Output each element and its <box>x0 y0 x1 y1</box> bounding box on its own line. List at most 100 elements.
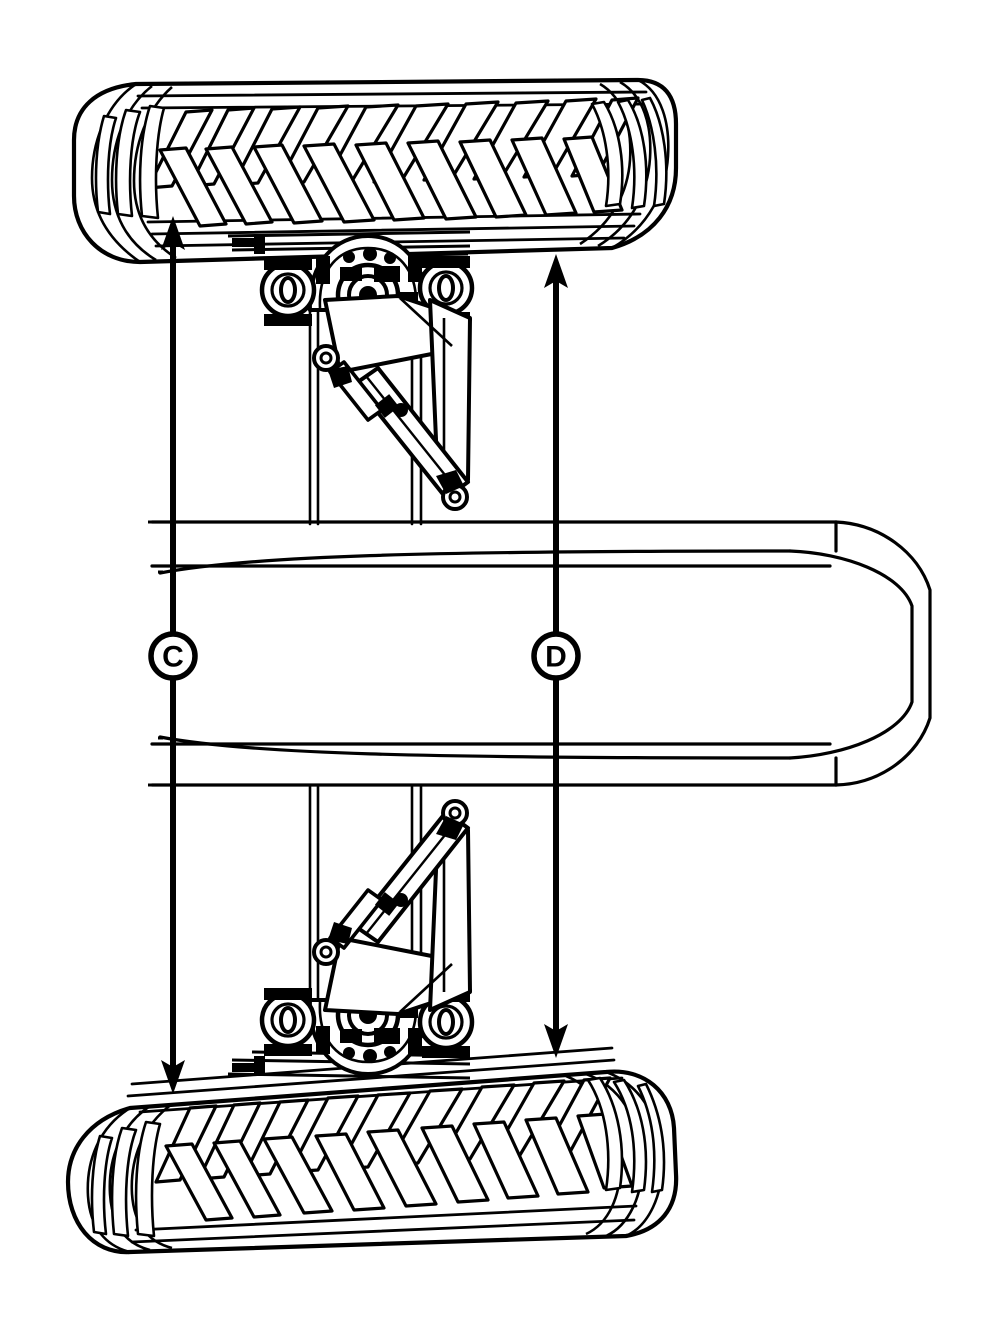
connector-left <box>316 256 330 284</box>
top-tire-shoulder-line-2 <box>150 224 636 236</box>
callout-d-circle <box>531 631 581 681</box>
tire-lug <box>354 141 426 222</box>
callout-c-arrowhead-bottom <box>161 1060 185 1094</box>
callout-c-label: C <box>162 641 184 674</box>
tire-lug <box>212 1139 282 1219</box>
hub-keyway <box>374 1028 400 1044</box>
bottom-cylinder-base-end <box>436 799 469 840</box>
tire-lug <box>114 108 142 218</box>
top-cylinder-ports <box>374 394 408 418</box>
bottom-tire-shoulder-line-2 <box>130 1218 636 1244</box>
bottom-hub-connectors <box>316 1006 422 1056</box>
tire-lug <box>138 104 166 220</box>
top-tire-lugs-left-perspective <box>94 104 166 220</box>
bracket-block <box>254 234 265 254</box>
tire-lug <box>134 1120 162 1238</box>
base-block <box>436 470 464 494</box>
tire-lug <box>110 1126 138 1238</box>
roller-mount-top <box>264 988 312 1000</box>
tire-lug <box>366 1128 438 1208</box>
chassis-body <box>150 520 932 787</box>
roller-hub <box>437 274 455 302</box>
hub-keyway <box>340 267 362 281</box>
roller-mount-bottom <box>264 1044 312 1056</box>
tire-lug <box>94 114 118 216</box>
bottom-tire-left-sidewall-2 <box>108 1104 151 1252</box>
tire-lug <box>524 1116 590 1196</box>
tire-lug <box>314 1132 386 1212</box>
clevis-pin <box>319 351 333 365</box>
hub-bolt <box>384 1046 396 1058</box>
connector-left <box>316 1026 330 1054</box>
tire-lug <box>262 1135 334 1215</box>
tire-lug <box>586 1076 624 1192</box>
bottom-left-bracket <box>232 1056 265 1076</box>
hub-keyway <box>374 266 400 282</box>
port-fitting-a <box>374 394 400 418</box>
bottom-roller-left <box>259 988 317 1056</box>
top-roller-left <box>259 258 317 326</box>
hub-bolt <box>343 1047 355 1059</box>
roller-mount-bottom <box>422 1046 470 1058</box>
dimension-callout-d: D <box>531 254 581 1058</box>
hub-bolt <box>384 252 396 264</box>
base-pin <box>448 806 462 820</box>
tire-lug <box>590 100 624 208</box>
bottom-tire-lugs-right-perspective <box>586 1076 666 1194</box>
hub-bolt <box>343 251 355 263</box>
tire-lug <box>252 143 324 225</box>
tire-lug <box>302 142 376 224</box>
tire-lug <box>420 1124 490 1204</box>
roller-mount-bottom <box>264 314 312 326</box>
tire-lug <box>636 1082 666 1194</box>
bottom-axle-beam-bottom <box>227 1072 471 1080</box>
tire-lug <box>406 139 478 221</box>
bottom-tire-crown-line-1 <box>126 1058 616 1098</box>
top-axle-beam-top <box>227 230 471 238</box>
base-block <box>436 816 464 840</box>
top-tire-lugs-right-perspective <box>590 96 668 210</box>
hub-keyway <box>340 1029 362 1043</box>
chassis-right-inner-edge <box>788 549 914 760</box>
tire-lug <box>204 145 274 226</box>
chassis-belly-bottom-curve <box>158 735 792 760</box>
bottom-hub-fasteners <box>340 1028 400 1063</box>
top-cylinder-base-end <box>436 470 469 511</box>
clevis-block <box>328 366 352 388</box>
bracket-bar <box>232 1063 260 1072</box>
bracket-block <box>254 1056 265 1076</box>
tire-lug <box>612 1078 648 1194</box>
roller-mount-top <box>264 258 312 270</box>
tire-lug <box>158 146 228 228</box>
port-fitting-b <box>394 403 408 417</box>
bottom-tire-shoulder-line-1 <box>134 1204 638 1232</box>
top-tire <box>71 77 679 265</box>
top-tire-left-sidewall-1 <box>90 82 141 264</box>
top-tire-crown-line-1 <box>136 90 648 98</box>
roller-hub <box>279 1006 297 1034</box>
callout-c-circle <box>148 631 198 681</box>
bottom-tire-left-sidewall-1 <box>86 1106 131 1254</box>
roller-hub <box>279 276 297 304</box>
top-cylinder-highlight <box>365 375 458 491</box>
clevis-block <box>328 922 352 944</box>
callout-c-arrowhead-top <box>161 216 185 250</box>
hub-bolt <box>363 247 377 261</box>
chassis-edge-ticks <box>148 520 166 787</box>
chassis-right-outer-edge <box>834 520 932 787</box>
callout-d-label: D <box>545 641 567 674</box>
clevis-pin <box>319 945 333 959</box>
connector-right <box>408 254 422 282</box>
top-tire-lugs-lower-row <box>158 135 624 228</box>
base-pin <box>448 490 462 504</box>
chassis-belly-top-curve <box>158 549 792 575</box>
bottom-cylinder-ports <box>374 892 408 916</box>
top-hub-fasteners <box>340 247 400 282</box>
tire-lug <box>640 96 668 208</box>
tire-lug <box>458 138 528 219</box>
bottom-tire-lugs-left-perspective <box>90 1120 162 1238</box>
top-left-bracket <box>232 234 265 254</box>
tire-lug <box>90 1134 114 1236</box>
tire-lug <box>510 136 578 217</box>
